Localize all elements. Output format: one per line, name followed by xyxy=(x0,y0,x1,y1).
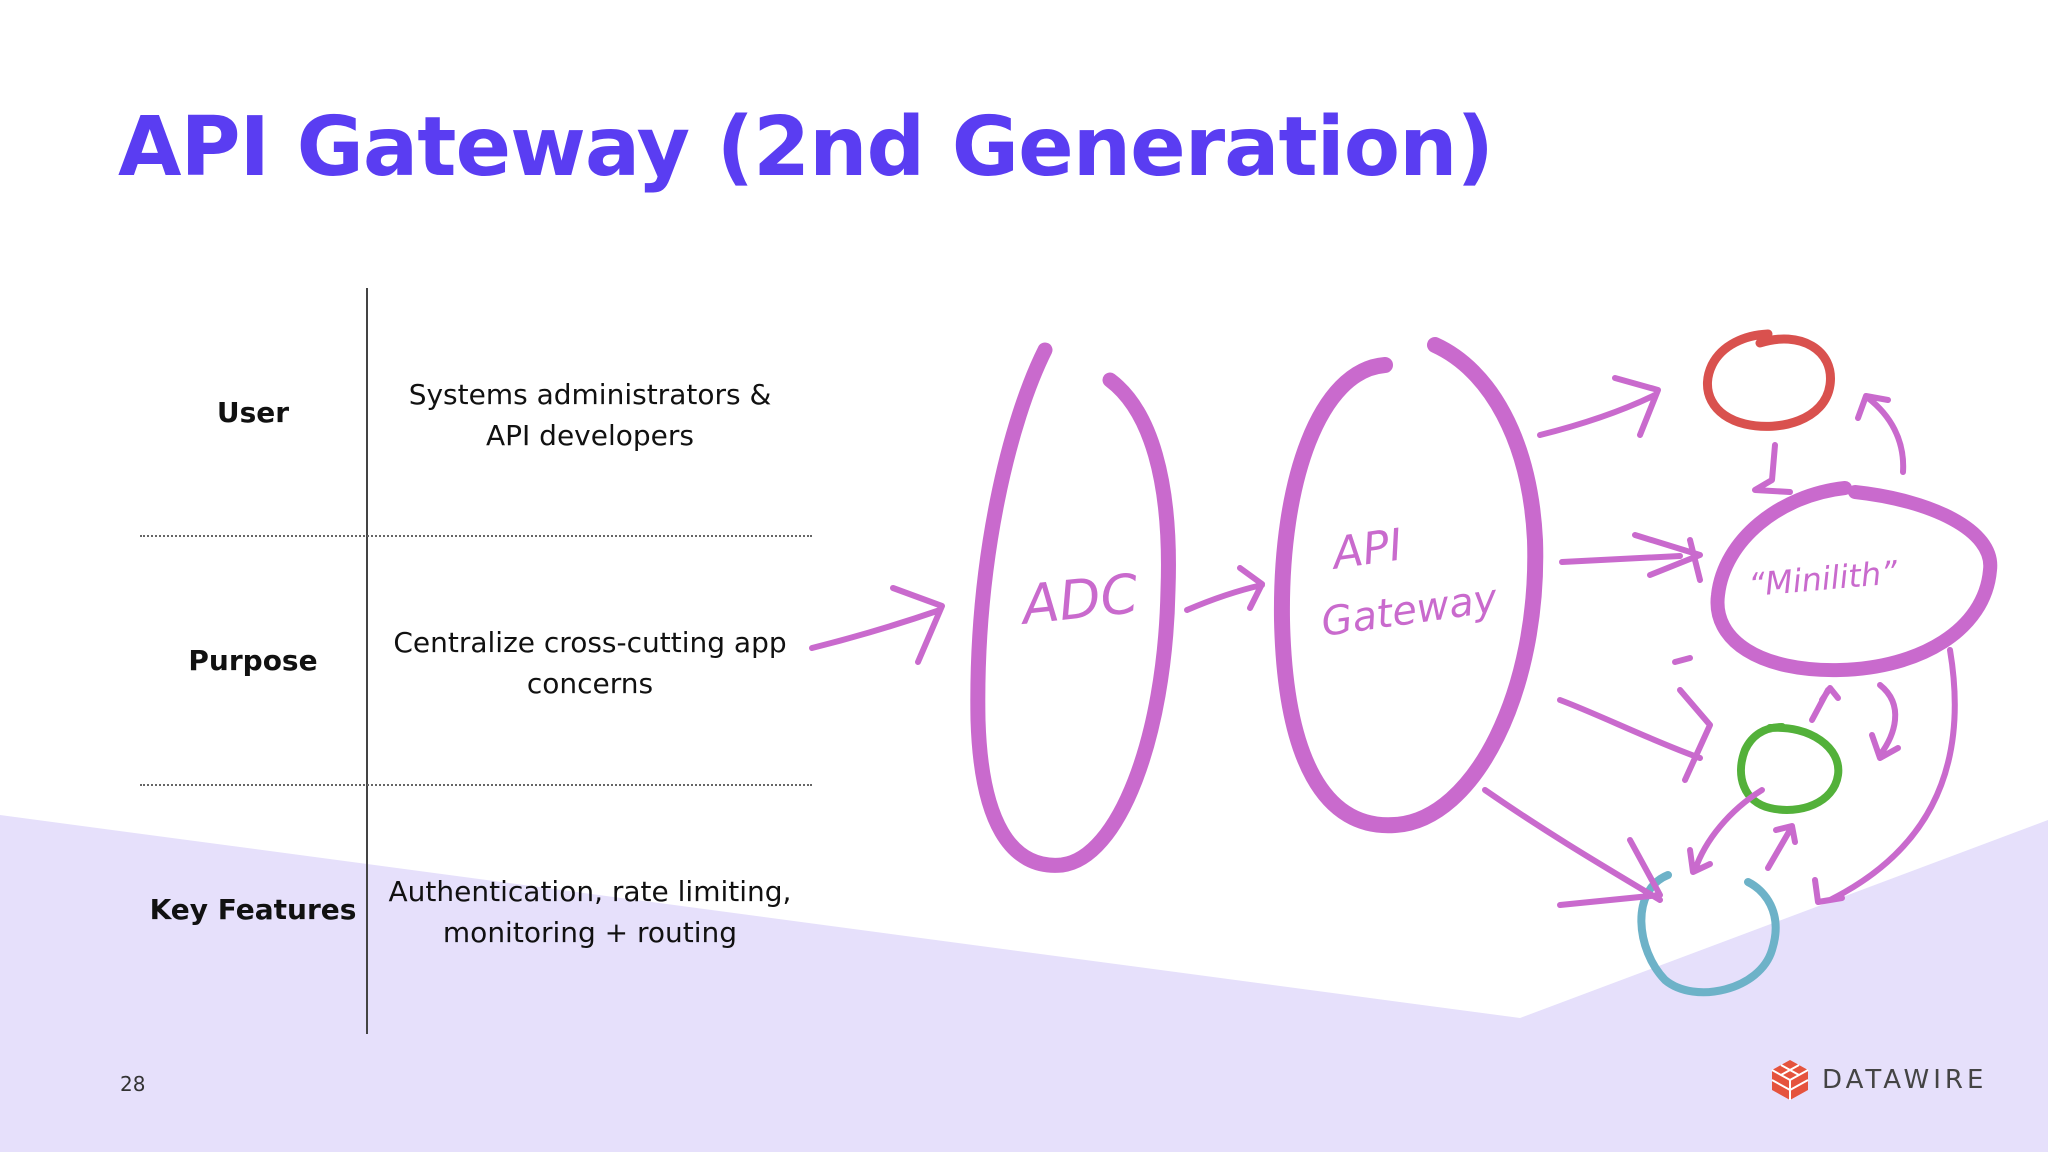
arrow-gateway-to-minilith xyxy=(1559,532,1703,583)
logo-text: DATAWIRE xyxy=(1822,1065,1988,1095)
datawire-logo: DATAWIRE xyxy=(1770,1058,1987,1102)
arrow-green-to-blue xyxy=(1687,787,1765,875)
table-row-divider xyxy=(140,784,812,786)
info-table: User Systems administrators & API develo… xyxy=(140,288,812,1034)
row-value-line: monitoring + routing xyxy=(442,916,738,949)
minilith-label: “Minilith” xyxy=(1747,553,1900,604)
arrow-gateway-to-green xyxy=(1557,687,1713,783)
row-label-user: User xyxy=(216,396,290,429)
arrow-gateway-to-red xyxy=(1537,375,1661,438)
row-label-key-features: Key Features xyxy=(149,893,357,926)
row-value-line: Systems administrators & xyxy=(408,378,772,411)
green-circle xyxy=(1737,723,1843,814)
gateway-label-line2: Gateway xyxy=(1319,576,1502,646)
arrow-red-to-minilith xyxy=(1752,442,1793,495)
arrow-gateway-to-blue xyxy=(1482,787,1663,908)
arrow-stub xyxy=(1672,655,1693,665)
arrow-client-to-adc xyxy=(809,585,945,665)
minilith-ellipse xyxy=(1710,481,1998,678)
table-row-divider xyxy=(140,535,812,537)
arrow-minilith-to-red xyxy=(1855,393,1907,475)
table-column-divider xyxy=(366,288,368,1034)
row-value-line: Centralize cross-cutting app xyxy=(393,626,787,659)
row-value-line: API developers xyxy=(485,419,694,452)
row-value-user: Systems administrators & API developers xyxy=(368,374,812,456)
slide-title: API Gateway (2nd Generation) xyxy=(118,100,1494,195)
blue-circle xyxy=(1637,871,1780,997)
arrow-minilith-to-blue xyxy=(1812,647,1958,905)
adc-ellipse xyxy=(970,342,1176,873)
arrow-adc-to-gateway xyxy=(1184,565,1265,613)
page-number: 28 xyxy=(120,1072,146,1096)
arrow-minilith-to-green-a xyxy=(1869,682,1901,761)
datawire-logo-icon xyxy=(1771,1060,1809,1100)
row-value-key-features: Authentication, rate limiting, monitorin… xyxy=(368,871,812,953)
arrow-blue-to-green xyxy=(1765,823,1798,871)
row-value-line: Authentication, rate limiting, xyxy=(388,875,792,908)
row-value-line: concerns xyxy=(526,667,654,700)
arrow-minilith-to-green-b xyxy=(1809,685,1841,723)
gateway-ellipse xyxy=(1273,337,1544,834)
adc-label: ADC xyxy=(1016,562,1141,637)
gateway-label-line1: API xyxy=(1327,519,1406,580)
red-circle xyxy=(1703,329,1835,431)
row-label-purpose: Purpose xyxy=(188,644,318,677)
row-value-purpose: Centralize cross-cutting app concerns xyxy=(368,622,812,704)
